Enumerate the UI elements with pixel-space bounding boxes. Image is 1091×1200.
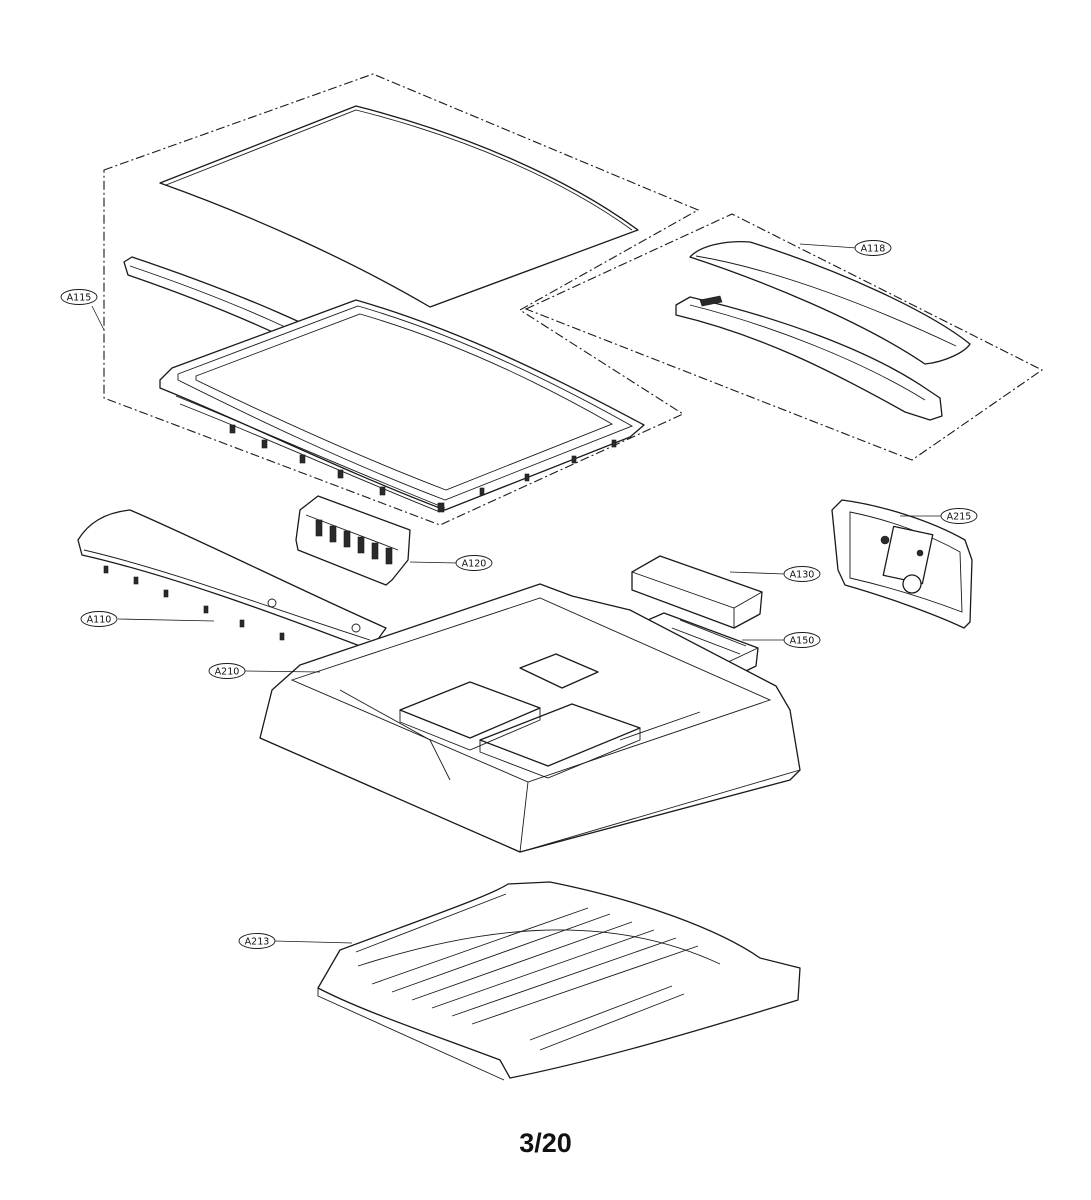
- svg-text:A150: A150: [790, 636, 815, 647]
- part-a110: [77, 509, 387, 647]
- svg-text:A118: A118: [861, 244, 886, 255]
- callout-a118: A118: [854, 240, 892, 256]
- svg-text:A130: A130: [790, 570, 815, 581]
- callout-a210: A210: [208, 663, 246, 679]
- part-a213: [317, 881, 801, 1081]
- callout-a115: A115: [60, 289, 98, 305]
- svg-text:A120: A120: [462, 559, 487, 570]
- part-a215: [831, 499, 973, 629]
- svg-text:A115: A115: [67, 293, 92, 304]
- svg-text:A213: A213: [245, 937, 270, 948]
- part-a120: [295, 495, 411, 586]
- callout-a213: A213: [238, 933, 276, 949]
- callout-a215: A215: [940, 508, 978, 524]
- callout-a110: A110: [80, 611, 118, 627]
- svg-text:A110: A110: [87, 615, 112, 626]
- assembly-group-a118: [524, 213, 1044, 461]
- callout-leaders: [91, 243, 944, 944]
- part-a130: [631, 555, 763, 629]
- callout-a130: A130: [783, 566, 821, 582]
- callout-a150: A150: [783, 632, 821, 648]
- part-a210: [259, 583, 801, 853]
- assembly-group-a115: [103, 73, 700, 526]
- callout-a120: A120: [455, 555, 493, 571]
- svg-text:A210: A210: [215, 667, 240, 678]
- page-number: 3/20: [519, 1128, 572, 1158]
- svg-text:A215: A215: [947, 512, 972, 523]
